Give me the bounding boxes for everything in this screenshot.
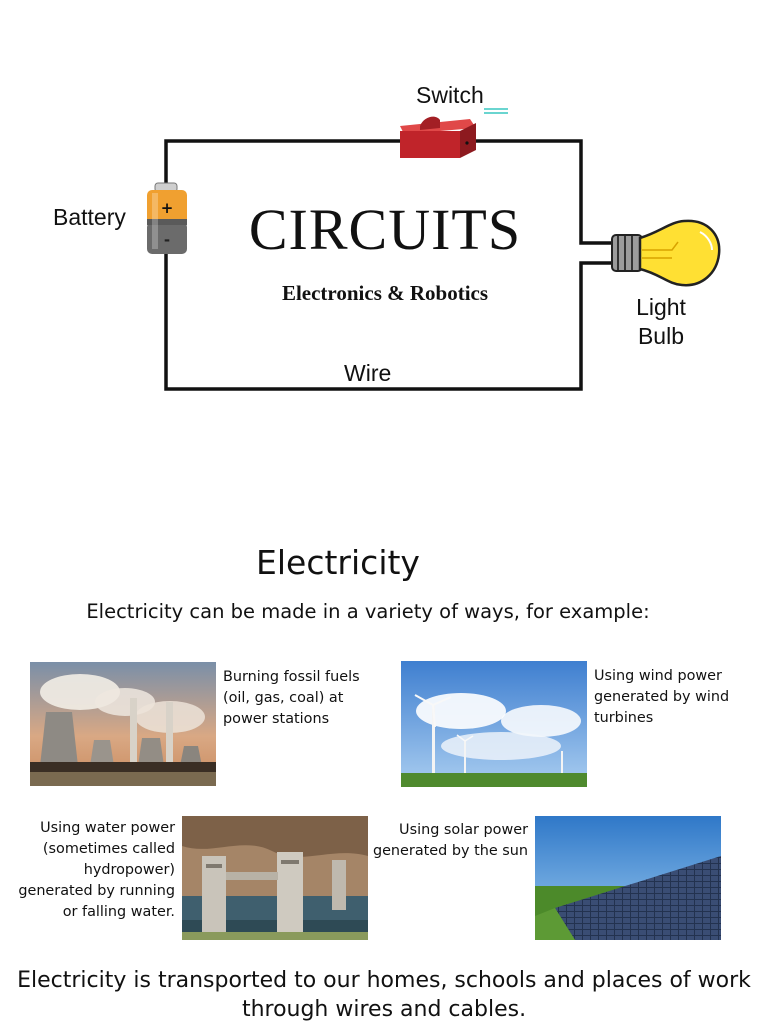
wire-label: Wire [344, 360, 392, 386]
hydropower-dam-photo [182, 816, 368, 940]
caption-line: power stations [223, 711, 330, 727]
switch-label: Switch [416, 82, 484, 108]
caption-line: hydropower) [83, 862, 175, 878]
section-heading: Electricity [256, 543, 420, 582]
caption-line: generated by running [18, 883, 175, 899]
caption-line: Using water power [40, 820, 175, 836]
battery-plus-symbol: + [161, 199, 174, 217]
wind-power-caption: Using wind power generated by wind turbi… [594, 666, 729, 729]
wind-turbines-photo [401, 661, 587, 787]
circuit-diagram: + - [147, 108, 721, 391]
diagram-subtitle: Electronics & Robotics [281, 281, 489, 305]
footer-text: Electricity is transported to our homes,… [10, 966, 758, 1024]
power-station-photo [30, 662, 216, 786]
caption-line: generated by wind [594, 689, 730, 705]
light-bulb-label-line-2: Bulb [637, 323, 685, 349]
footer-line-1: Electricity is transported to our homes,… [17, 968, 751, 993]
caption-line: (sometimes called [42, 841, 175, 857]
caption-line: generated by the sun [372, 843, 528, 859]
battery-label: Battery [53, 204, 126, 230]
footer-line-2: through wires and cables. [241, 997, 527, 1022]
fossil-fuels-caption: Burning fossil fuels (oil, gas, coal) at… [223, 667, 360, 730]
diagram-title: CIRCUITS [248, 197, 522, 262]
water-power-caption: Using water power (sometimes called hydr… [14, 818, 175, 923]
solar-panels-photo [535, 816, 721, 940]
caption-line: Using solar power [399, 822, 528, 838]
battery-icon [147, 182, 187, 254]
caption-line: or falling water. [62, 904, 175, 920]
light-bulb-label: Light Bulb [632, 293, 690, 351]
battery-minus-symbol: - [164, 231, 170, 249]
caption-line: Burning fossil fuels [223, 669, 360, 685]
light-bulb-label-line-1: Light [636, 294, 686, 320]
caption-line: Using wind power [594, 668, 722, 684]
caption-line: turbines [594, 710, 654, 726]
circuit-wire [164, 139, 612, 391]
light-bulb-icon [611, 219, 721, 287]
switch-icon [400, 116, 476, 158]
solar-power-caption: Using solar power generated by the sun [370, 820, 528, 862]
caption-line: (oil, gas, coal) at [223, 690, 344, 706]
section-intro: Electricity can be made in a variety of … [86, 600, 650, 623]
switch-motion-lines [484, 108, 508, 114]
